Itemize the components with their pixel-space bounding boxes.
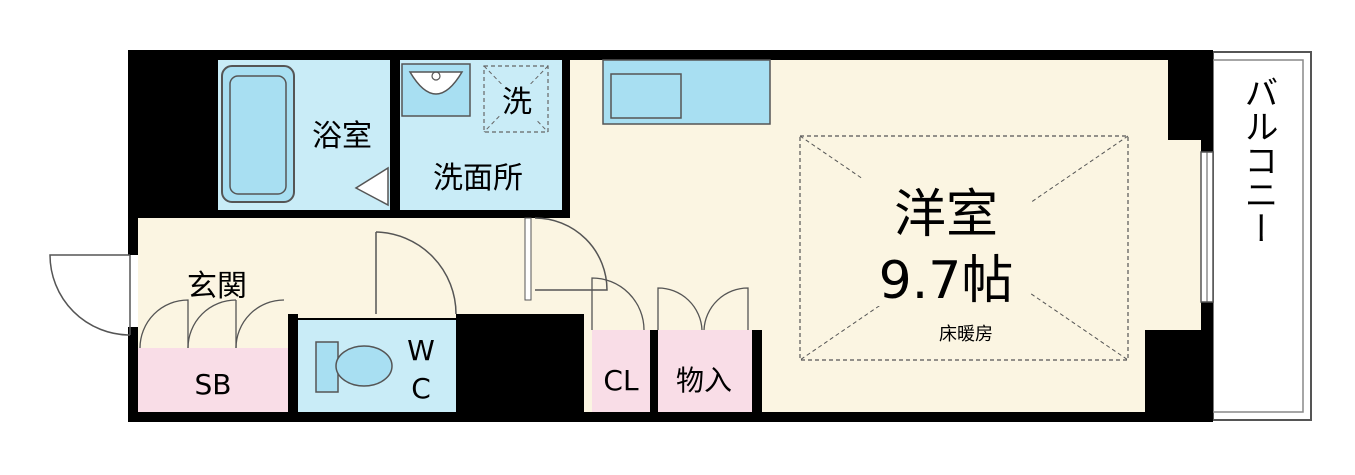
bath-door — [354, 166, 389, 207]
floor-heating-area — [799, 135, 1129, 361]
laundry-space — [483, 65, 549, 133]
toilet-label-c: C — [411, 372, 431, 405]
storage-label: 物入 — [676, 364, 732, 397]
storage — [658, 330, 752, 412]
bathtub — [221, 65, 295, 203]
laundry-label: 洗 — [502, 85, 532, 120]
balcony-label: バルコニー — [1238, 75, 1278, 245]
washroom-label: 洗面所 — [433, 161, 523, 196]
bath-label: 浴室 — [312, 119, 372, 154]
room-door — [534, 217, 608, 291]
closet-label: CL — [603, 364, 639, 397]
floor-heating-label: 床暖房 — [939, 324, 993, 345]
entrance-floor — [138, 300, 290, 350]
shoe-box — [138, 348, 288, 412]
closet — [592, 330, 650, 412]
balcony-area — [1212, 51, 1312, 421]
shoe-box-label: SB — [195, 368, 232, 401]
toilet-icon — [335, 345, 393, 387]
western-room-label: 洋室 — [894, 185, 998, 245]
entrance-door — [49, 254, 131, 336]
toilet-door — [375, 231, 457, 315]
entrance-label: 玄関 — [187, 269, 247, 304]
western-room-size: 9.7帖 — [879, 251, 1014, 311]
toilet-label-w: W — [407, 334, 435, 367]
sink-icon — [610, 73, 682, 119]
